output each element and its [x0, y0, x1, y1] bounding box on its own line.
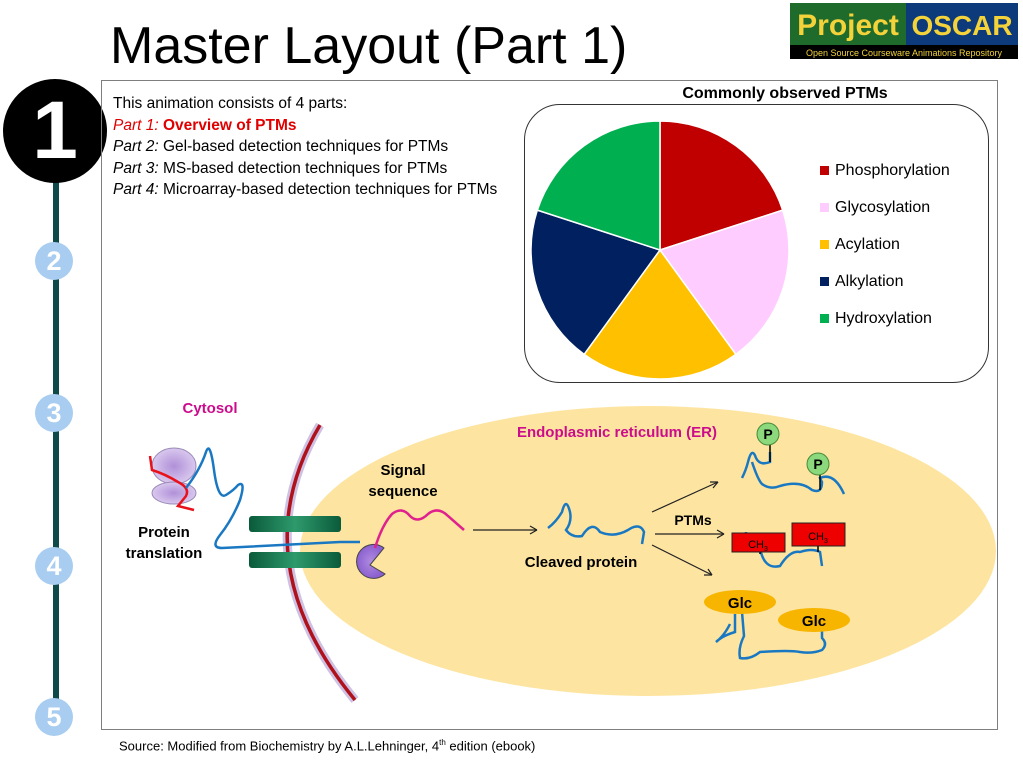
intro-part-3[interactable]: Part 3: MS-based detection techniques fo… [113, 158, 513, 180]
intro-heading: This animation consists of 4 parts: [113, 95, 348, 112]
legend-label: Alkylation [835, 272, 904, 290]
legend-item-phosphorylation: Phosphorylation [820, 152, 950, 189]
pie-chart-title: Commonly observed PTMs [682, 85, 888, 102]
logo-word-project: Project [797, 9, 899, 42]
project-oscar-logo: Project OSCAR Open Source Courseware Ani… [788, 2, 1020, 60]
step-3-button[interactable]: 3 [35, 394, 73, 432]
step-rail [53, 170, 59, 730]
legend-label: Hydroxylation [835, 309, 932, 327]
part-1-label: Part 1: [113, 116, 159, 134]
pie-slice-phosphorylation [659, 120, 784, 252]
page-title: Master Layout (Part 1) [110, 17, 628, 75]
legend-swatch [820, 314, 829, 323]
logo-word-oscar: OSCAR [911, 10, 1012, 41]
legend-item-acylation: Acylation [820, 226, 950, 263]
legend-label: Phosphorylation [835, 161, 950, 179]
legend-swatch [820, 240, 829, 249]
pie-slice-glycosylation [658, 209, 790, 356]
pie-slice-hydroxylation [536, 120, 661, 252]
intro-part-4[interactable]: Part 4: Microarray-based detection techn… [113, 179, 513, 201]
source-sup: th [439, 738, 446, 747]
legend-label: Acylation [835, 235, 900, 253]
source-prefix: Source: Modified from Biochemistry by A.… [119, 738, 440, 754]
logo-tagline: Open Source Courseware Animations Reposi… [806, 48, 1003, 58]
part-2-text: Gel-based detection techniques for PTMs [162, 138, 449, 155]
legend-swatch [820, 277, 829, 286]
pie-chart [530, 120, 790, 380]
part-4-text: Microarray-based detection techniques fo… [162, 181, 498, 198]
legend-item-glycosylation: Glycosylation [820, 189, 950, 226]
part-4-label: Part 4: [113, 181, 159, 198]
part-2-label: Part 2: [113, 138, 159, 155]
step-5-button[interactable]: 5 [35, 698, 73, 736]
step-1-button[interactable]: 1 [3, 79, 107, 183]
intro-part-2[interactable]: Part 2: Gel-based detection techniques f… [113, 136, 513, 158]
step-4-button[interactable]: 4 [35, 547, 73, 585]
content-frame [101, 80, 998, 730]
part-3-label: Part 3: [113, 159, 159, 177]
part-3-text: MS-based detection techniques for PTMs [162, 159, 448, 177]
source-suffix: edition (ebook) [445, 738, 536, 754]
part-1-text: Overview of PTMs [162, 116, 297, 134]
intro-part-1[interactable]: Part 1: Overview of PTMs [113, 115, 513, 137]
pie-chart-frame [524, 104, 989, 383]
step-2-button[interactable]: 2 [35, 242, 73, 280]
intro-text: This animation consists of 4 parts: Part… [113, 93, 513, 201]
pie-slice-alkylation [530, 209, 662, 356]
legend-item-hydroxylation: Hydroxylation [820, 300, 950, 337]
legend-item-alkylation: Alkylation [820, 263, 950, 300]
legend-swatch [820, 166, 829, 175]
pie-slice-acylation [583, 248, 737, 380]
source-citation: Source: Modified from Biochemistry by A.… [119, 738, 535, 753]
legend-swatch [820, 203, 829, 212]
legend-label: Glycosylation [835, 198, 931, 216]
